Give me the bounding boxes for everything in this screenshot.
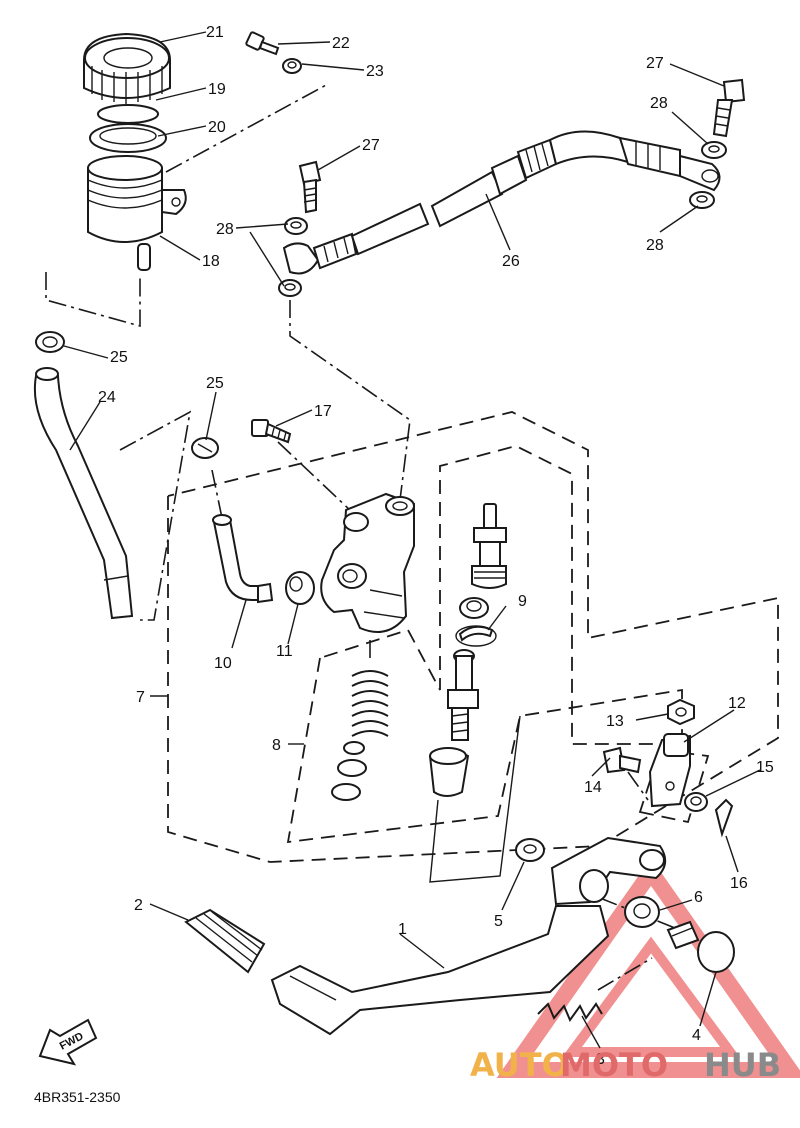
watermark-hub: HUB	[704, 1046, 781, 1084]
callout-14: 14	[584, 779, 602, 796]
callout-24: 24	[98, 389, 116, 406]
callout-19: 19	[208, 81, 226, 98]
callout-26: 26	[502, 253, 520, 270]
banjo-bolt-27-right	[712, 78, 746, 138]
callout-28-left: 28	[216, 221, 234, 238]
master-cylinder-body	[320, 492, 415, 633]
callout-labels: 21 19 20 18 22 23 25 24 25 17 27 28 26 2…	[98, 24, 774, 1068]
return-spring-3	[537, 1002, 603, 1023]
callout-27-left: 27	[362, 137, 380, 154]
callout-8: 8	[272, 737, 281, 754]
callout-28-right-upper: 28	[650, 95, 668, 112]
cotter-pin-16	[714, 798, 734, 838]
circlip-9	[455, 625, 497, 647]
bolt-22	[245, 31, 280, 56]
washer-28-b	[278, 279, 302, 297]
callout-9: 9	[518, 593, 527, 610]
callout-4: 4	[692, 1027, 701, 1044]
washer-28-a	[284, 217, 308, 235]
routing-hose24	[119, 410, 192, 621]
reservoir-cap	[83, 32, 171, 104]
washer-28-d	[689, 191, 715, 209]
hose-clamp-upper	[35, 331, 65, 353]
assembly-7-outline	[167, 411, 779, 863]
brake-hose	[282, 130, 721, 275]
callout-15: 15	[756, 759, 774, 776]
callout-7: 7	[136, 689, 145, 706]
spring-seat	[331, 741, 367, 801]
watermark-auto: AUTO	[470, 1046, 569, 1084]
grommet-11	[285, 571, 315, 605]
seal-ring	[459, 597, 489, 619]
bolt-17	[251, 419, 292, 444]
callout-20: 20	[208, 119, 226, 136]
routing-reservoir	[45, 272, 141, 328]
dust-boot	[428, 747, 470, 797]
washer-15	[684, 792, 708, 812]
piston-rod	[447, 649, 479, 741]
diaphragm-plate	[97, 104, 159, 124]
watermark-text: AUTO MOTO HUB	[470, 1046, 781, 1084]
joint-hose	[212, 514, 274, 604]
callout-10: 10	[214, 655, 232, 672]
diagram-code: 4BR351-2350	[34, 1089, 121, 1105]
washer-6	[624, 896, 660, 928]
push-rod-upper	[471, 503, 507, 589]
routing-hose-body	[289, 300, 411, 501]
watermark-moto: MOTO	[560, 1046, 668, 1084]
callout-12: 12	[728, 695, 746, 712]
callout-17: 17	[314, 403, 332, 420]
callout-25-upper: 25	[110, 349, 128, 366]
assembly-8-outline	[286, 445, 683, 844]
routing-spring3	[597, 957, 653, 991]
clevis-12	[648, 733, 691, 808]
callout-28-right-lower: 28	[646, 237, 664, 254]
leader-lines	[63, 31, 761, 1049]
routing-bolt17	[277, 441, 353, 513]
callout-6: 6	[694, 889, 703, 906]
forward-arrow-icon: FWD	[38, 1018, 98, 1066]
footrest-rubber	[184, 908, 266, 974]
callout-11: 11	[276, 643, 293, 660]
washer-5	[515, 838, 545, 862]
routing-bolt14	[627, 771, 649, 801]
brake-pedal	[270, 836, 667, 1036]
nut-13	[667, 698, 695, 726]
washer-28-c	[701, 141, 727, 159]
routing-hose10	[211, 469, 223, 519]
callout-5: 5	[494, 913, 503, 930]
callout-13: 13	[606, 713, 624, 730]
washer-23	[282, 58, 302, 74]
callout-3: 3	[596, 1051, 605, 1068]
pivot-bolt-4	[666, 920, 735, 973]
callout-22: 22	[332, 35, 350, 52]
callout-1: 1	[398, 921, 407, 938]
banjo-bolt-27-left	[298, 160, 322, 214]
hose-clamp-lower	[191, 437, 219, 459]
bolt-14	[602, 746, 642, 774]
callout-16: 16	[730, 875, 748, 892]
routing-cup	[429, 715, 521, 883]
routing-cap-bolt	[165, 83, 329, 173]
callout-25-lower: 25	[206, 375, 224, 392]
callout-21: 21	[206, 24, 224, 41]
diaphragm	[89, 123, 167, 153]
callout-27-right: 27	[646, 55, 664, 72]
callout-23: 23	[366, 63, 384, 80]
reservoir-tank	[87, 155, 187, 271]
callout-2: 2	[134, 897, 143, 914]
reservoir-hose	[33, 367, 134, 620]
callout-18: 18	[202, 253, 220, 270]
return-spring	[351, 670, 389, 737]
